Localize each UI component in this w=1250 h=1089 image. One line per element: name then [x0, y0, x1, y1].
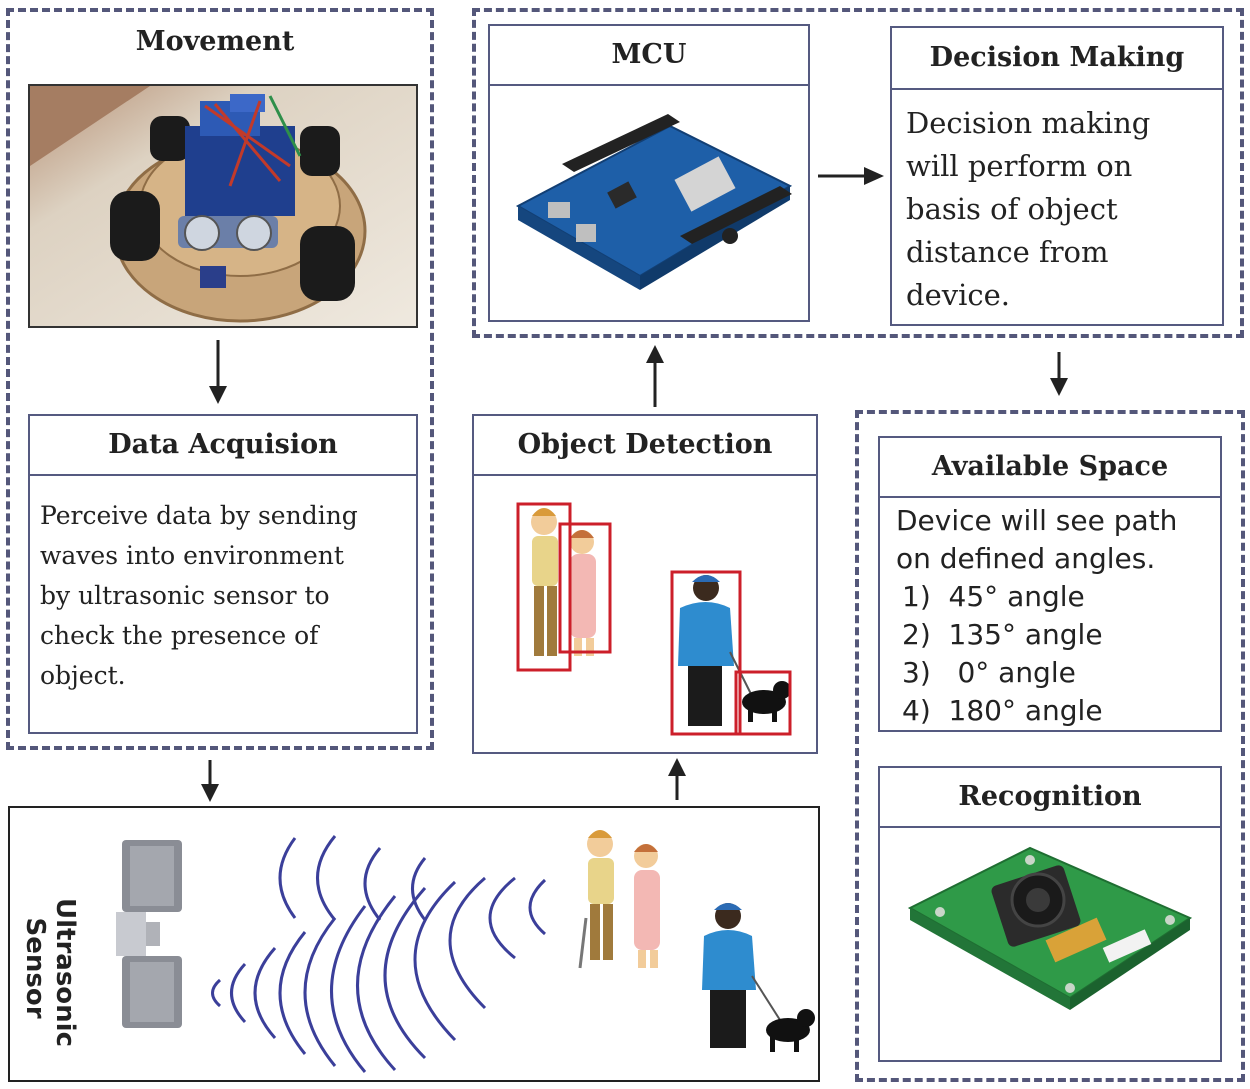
arrow-detection-to-mcu — [646, 345, 664, 407]
available-space-text: Device will see path on defined angles. … — [880, 498, 1220, 730]
data-acquisition-box: Data Acquision Perceive data by sending … — [28, 414, 418, 734]
movement-group-frame — [6, 8, 434, 750]
arrow-sensor-to-detection — [668, 758, 686, 800]
detection-illustration — [516, 502, 792, 736]
text-line: Perceive data by sending — [40, 501, 358, 530]
angle-list: 1) 45° angle 2) 135° angle 3) 0° angle 4… — [896, 578, 1220, 730]
detection-box-4 — [734, 670, 792, 736]
text-line: distance from — [906, 235, 1109, 269]
arrow-decision-to-available-space — [1050, 352, 1068, 396]
text-line: basis of object — [906, 192, 1118, 226]
arrow-mcu-to-decision — [818, 167, 884, 185]
text-line: check the presence of — [40, 621, 319, 650]
mcu-title: MCU — [490, 26, 808, 86]
object-detection-title: Object Detection — [474, 416, 816, 476]
available-space-box: Available Space Device will see path on … — [878, 436, 1222, 732]
decision-making-box: Decision Making Decision making will per… — [890, 26, 1224, 326]
object-detection-box: Object Detection — [472, 414, 818, 754]
decision-making-title: Decision Making — [892, 28, 1222, 90]
text-line: device. — [906, 278, 1011, 312]
text-line: Decision making — [906, 106, 1151, 140]
text-line: will perform on — [906, 149, 1133, 183]
mcu-board-image — [515, 114, 793, 290]
couple-figure — [578, 830, 660, 969]
decision-making-text: Decision making will perform on basis of… — [892, 90, 1222, 317]
text-line: by ultrasonic sensor to — [40, 581, 330, 610]
text-line: waves into environment — [40, 541, 344, 570]
arrow-acquisition-to-sensor — [201, 760, 219, 802]
data-acquisition-title: Data Acquision — [30, 416, 416, 476]
detection-box-2 — [558, 522, 612, 654]
robot-car-photo — [28, 84, 418, 328]
text-line: on defined angles. — [896, 542, 1156, 575]
angle-item: 2) 135° angle — [902, 618, 1103, 651]
available-space-title: Available Space — [880, 438, 1220, 498]
text-line: Device will see path — [896, 504, 1178, 537]
text-line: object. — [40, 661, 126, 690]
recognition-box: Recognition — [878, 766, 1222, 1062]
man-with-dog-figure — [702, 903, 815, 1052]
mcu-box: MCU — [488, 24, 810, 322]
output-group-frame — [855, 410, 1245, 1082]
detection-box-1 — [516, 502, 572, 672]
angle-item: 4) 180° angle — [902, 694, 1103, 727]
movement-title: Movement — [135, 26, 295, 57]
data-acquisition-text: Perceive data by sending waves into envi… — [30, 476, 416, 696]
ultrasonic-sensor-panel: Ultrasonic Sensor — [8, 806, 820, 1082]
angle-item: 1) 45° angle — [902, 580, 1085, 613]
angle-item: 3) 0° angle — [902, 656, 1076, 689]
camera-module-image — [907, 846, 1193, 1010]
detection-box-3 — [670, 570, 742, 736]
arrow-movement-to-acquisition — [209, 340, 227, 404]
mcu-group-frame — [472, 8, 1244, 338]
recognition-title: Recognition — [880, 768, 1220, 828]
